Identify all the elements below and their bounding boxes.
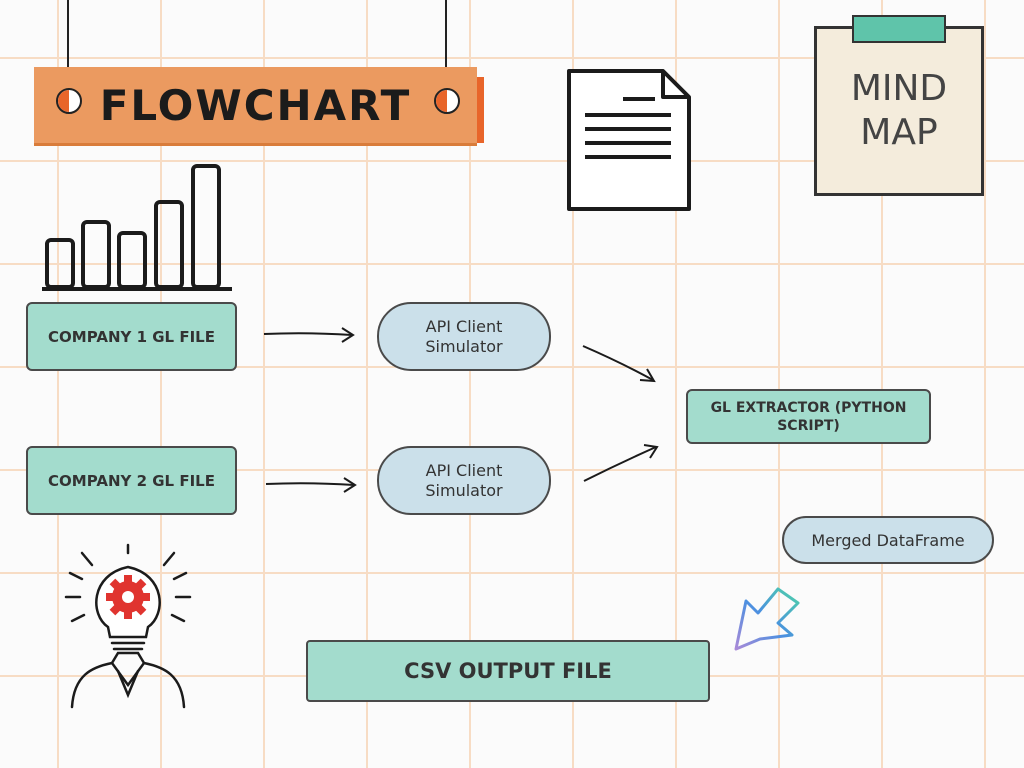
mind-map-line1: MIND <box>850 68 948 109</box>
arrow-api1-to-extractor <box>582 345 656 383</box>
merged-dataframe: Merged DataFrame <box>782 516 994 564</box>
api2-line1: API Client <box>425 460 503 480</box>
arrow-company2-to-api2 <box>265 477 357 493</box>
arrow-company1-to-api1 <box>263 327 355 343</box>
merged-label: Merged DataFrame <box>811 530 965 550</box>
banner-side <box>474 77 484 143</box>
extractor-line1: GL EXTRACTOR (PYTHON <box>710 399 907 416</box>
arrow-api2-to-extractor <box>583 444 659 482</box>
banner-rope-right <box>445 0 447 90</box>
flowchart-banner: FLOWCHART <box>34 67 477 146</box>
api-client-simulator-1: API Client Simulator <box>377 302 551 371</box>
gl-extractor: GL EXTRACTOR (PYTHON SCRIPT) <box>686 389 931 444</box>
mind-map-line2: MAP <box>860 112 938 153</box>
company-1-gl-file: COMPANY 1 GL FILE <box>26 302 237 371</box>
banner-grommet-right <box>434 88 460 114</box>
mind-map-clipboard: MIND MAP <box>814 26 984 196</box>
api2-line2: Simulator <box>425 480 503 500</box>
banner-rope-left <box>67 0 69 90</box>
company-1-label: COMPANY 1 GL FILE <box>48 327 215 346</box>
api1-line1: API Client <box>425 316 503 336</box>
zigzag-arrow-icon <box>734 587 800 651</box>
banner-grommet-left <box>56 88 82 114</box>
clipboard-clip <box>852 15 946 43</box>
csv-label: CSV OUTPUT FILE <box>404 659 612 683</box>
api1-line2: Simulator <box>425 336 503 356</box>
extractor-line2: SCRIPT) <box>777 417 840 434</box>
company-2-gl-file: COMPANY 2 GL FILE <box>26 446 237 515</box>
api-client-simulator-2: API Client Simulator <box>377 446 551 515</box>
csv-output-file: CSV OUTPUT FILE <box>306 640 710 702</box>
lightbulb-gear-person-icon <box>64 543 192 709</box>
bar-chart-icon <box>42 164 232 291</box>
banner-title: FLOWCHART <box>99 80 412 130</box>
document-icon <box>567 69 691 211</box>
company-2-label: COMPANY 2 GL FILE <box>48 471 215 490</box>
